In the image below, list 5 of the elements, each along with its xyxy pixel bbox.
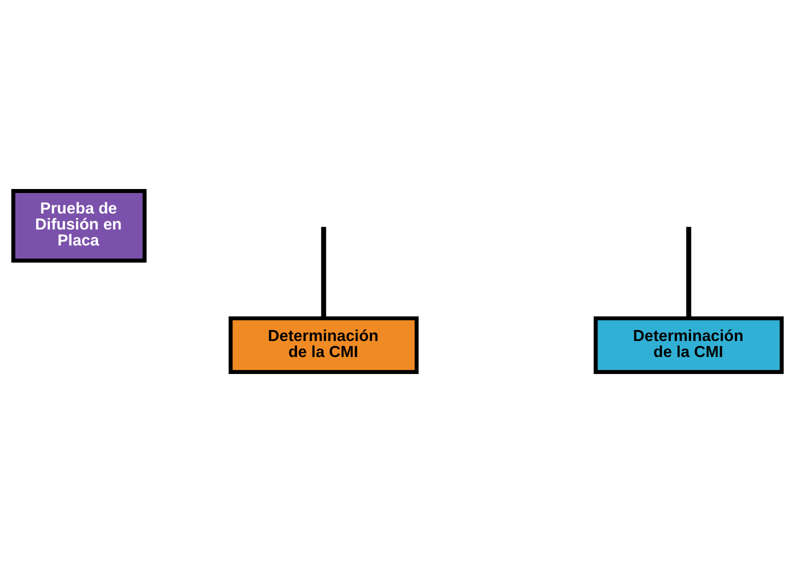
connector (686, 226, 692, 318)
connector (321, 226, 326, 318)
node-box: Determinación de la CMI (228, 316, 419, 374)
node-box: Determinación de la CMI (594, 316, 784, 374)
node-box: Prueba de Difusión en Placa (11, 188, 147, 262)
